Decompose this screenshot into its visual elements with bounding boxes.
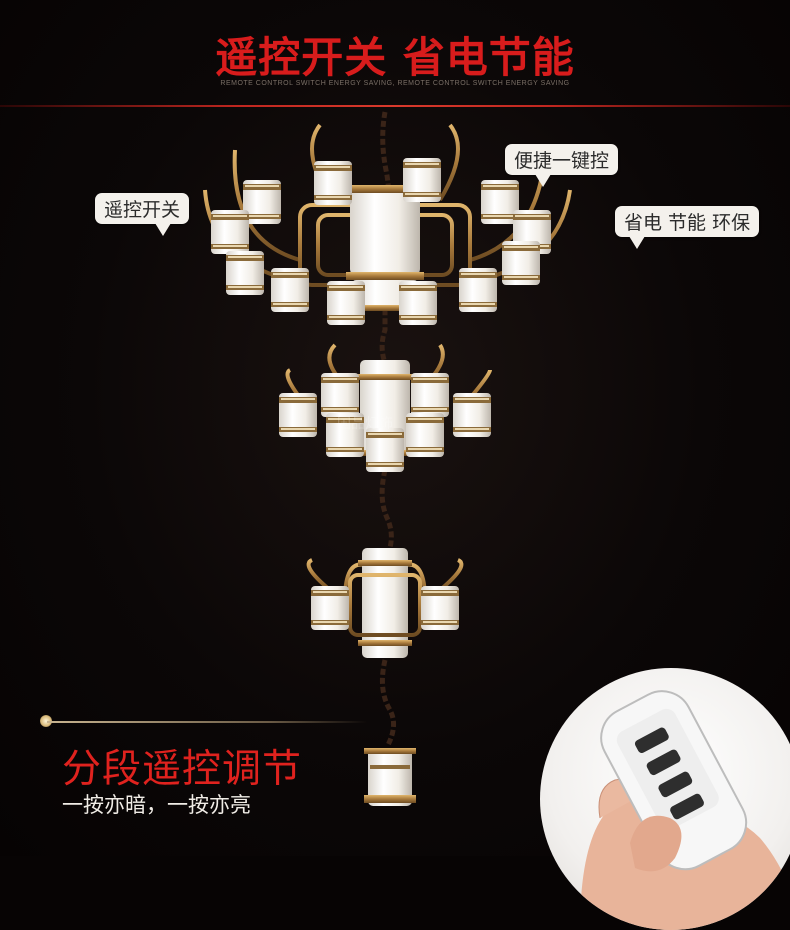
feature-title: 分段遥控调节 bbox=[62, 747, 303, 792]
header-divider bbox=[0, 105, 790, 107]
page-subtitle: REMOTE CONTROL SWITCH ENERGY SAVING, REM… bbox=[220, 80, 570, 87]
tier-3-center bbox=[348, 548, 422, 658]
callout-remote-switch-text: 遥控开关 bbox=[104, 199, 181, 221]
callout-tail bbox=[535, 174, 551, 187]
callout-tail bbox=[629, 236, 645, 249]
watermark: 国品灯饰 bbox=[337, 416, 393, 432]
remote-in-hand-icon bbox=[580, 690, 790, 930]
feature-divider bbox=[47, 721, 367, 723]
callout-eco-text: 省电 节能 环保 bbox=[624, 212, 751, 234]
bottom-pendant bbox=[364, 748, 416, 806]
feature-description: 一按亦暗，一按亦亮 bbox=[62, 793, 251, 817]
remote-control-photo bbox=[540, 668, 790, 930]
sparkle-icon bbox=[40, 715, 52, 727]
callout-one-key-text: 便捷一键控 bbox=[514, 150, 610, 172]
callout-tail bbox=[155, 223, 172, 236]
chandelier-illustration bbox=[203, 111, 572, 806]
page-title: 遥控开关 省电节能 bbox=[215, 33, 575, 82]
callout-remote-switch: 遥控开关 bbox=[95, 193, 190, 236]
callout-eco: 省电 节能 环保 bbox=[615, 206, 760, 249]
callout-one-key: 便捷一键控 bbox=[505, 144, 619, 187]
